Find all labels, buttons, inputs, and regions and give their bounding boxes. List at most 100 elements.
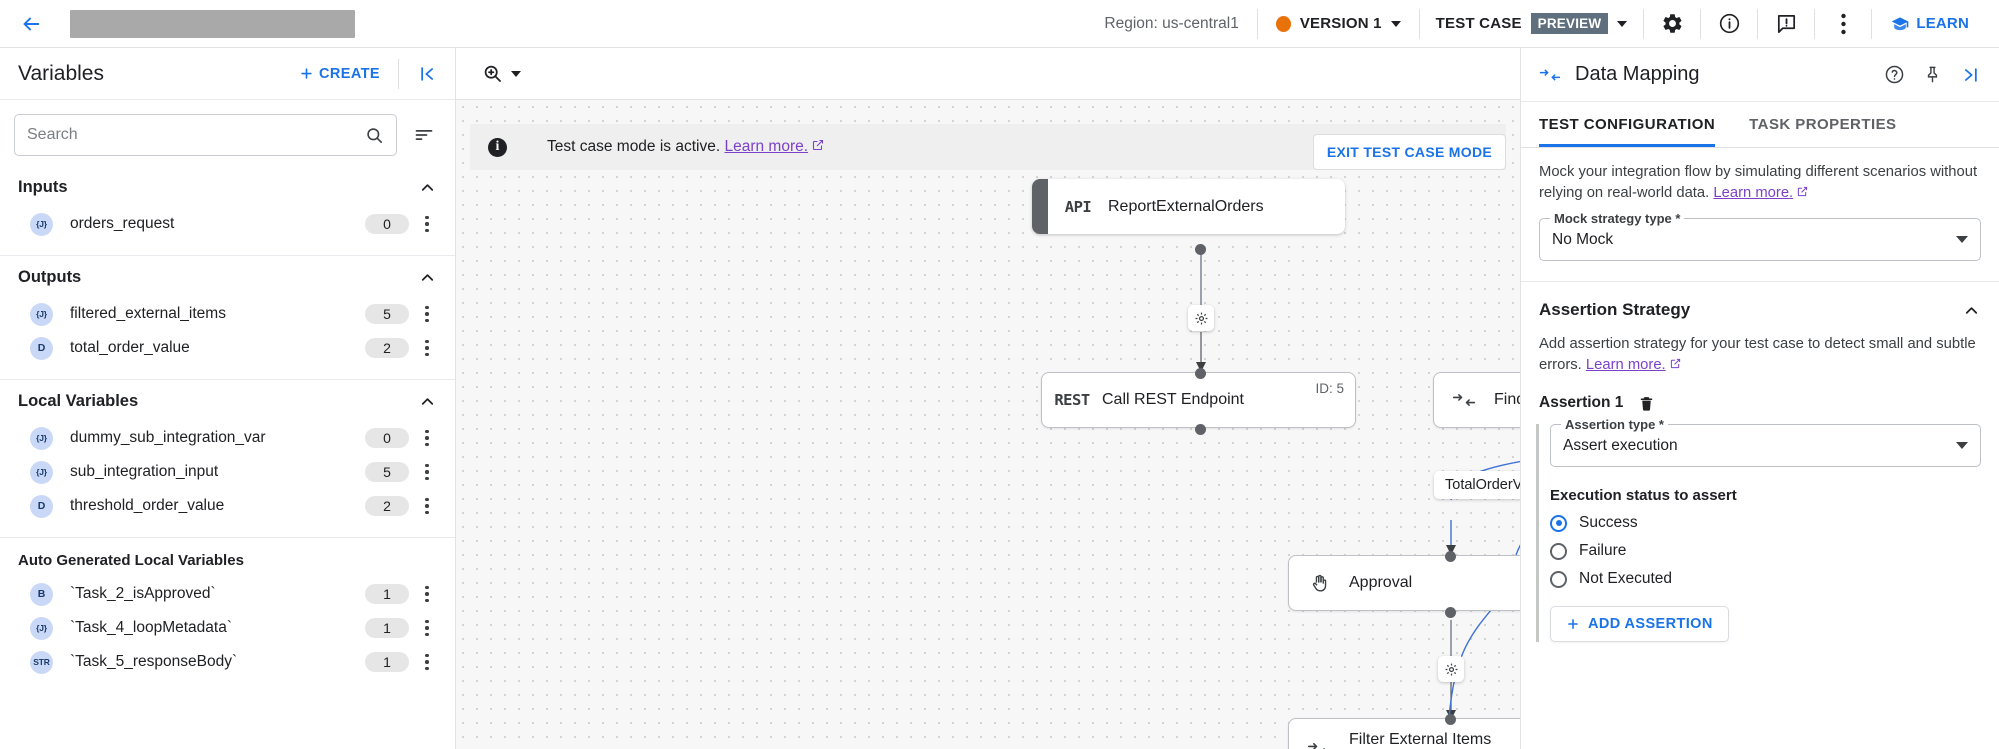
- variable-row[interactable]: {J}`Task_4_loopMetadata`1: [0, 611, 455, 645]
- node-input-port[interactable]: [1445, 714, 1456, 725]
- row-menu-icon[interactable]: [413, 619, 441, 637]
- assertion-type-select[interactable]: Assertion type * Assert execution: [1550, 417, 1981, 467]
- chevron-down-icon: [1617, 20, 1628, 27]
- section-header[interactable]: Local Variables: [0, 380, 455, 421]
- radio-indicator: [1550, 570, 1567, 588]
- exit-test-case-mode-button[interactable]: EXIT TEST CASE MODE: [1312, 134, 1506, 170]
- section-header[interactable]: Inputs: [0, 166, 455, 207]
- variable-usage-count: 1: [365, 584, 409, 604]
- sort-variables-icon[interactable]: [407, 118, 441, 152]
- tab-test-configuration[interactable]: TEST CONFIGURATION: [1539, 102, 1716, 147]
- row-menu-icon[interactable]: [413, 215, 441, 233]
- add-assertion-button[interactable]: ADD ASSERTION: [1550, 606, 1729, 642]
- collapse-panel-icon[interactable]: [407, 53, 449, 95]
- expand-right-icon[interactable]: [1951, 56, 1989, 94]
- flow-node-call-rest-endpoint[interactable]: REST Call REST Endpoint ID: 5: [1041, 372, 1356, 428]
- variable-type-badge: {J}: [30, 460, 53, 484]
- info-icon[interactable]: [1703, 0, 1755, 48]
- assertion-item-header: Assertion 1: [1539, 394, 1981, 412]
- row-menu-icon[interactable]: [413, 497, 441, 515]
- radio-success[interactable]: Success: [1550, 514, 1981, 532]
- external-link-icon: [1798, 186, 1808, 197]
- variable-usage-count: 2: [365, 496, 409, 516]
- node-input-port[interactable]: [1445, 551, 1456, 562]
- settings-gear-icon[interactable]: [1646, 0, 1698, 48]
- variable-usage-count: 1: [365, 618, 409, 638]
- divider: [398, 58, 399, 89]
- variable-type-badge: D: [30, 494, 53, 518]
- search-input[interactable]: [27, 126, 365, 144]
- learn-button[interactable]: LEARN: [1874, 14, 1985, 34]
- delete-assertion-icon[interactable]: [1638, 395, 1655, 412]
- flow-node-find-total-order-price[interactable]: Find Total Order Price ID: 1: [1433, 372, 1520, 428]
- edge-condition-label[interactable]: TotalOrderValue Above …: [1434, 471, 1520, 499]
- assertion-learn-more-link[interactable]: Learn more.: [1585, 357, 1666, 373]
- variable-name: sub_integration_input: [70, 463, 219, 480]
- overflow-menu-icon[interactable]: [1817, 0, 1869, 48]
- region-label: Region: us-central1: [1104, 14, 1239, 32]
- flow-canvas[interactable]: i Test case mode is active. Learn more. …: [456, 48, 1520, 749]
- row-menu-icon[interactable]: [413, 463, 441, 481]
- external-link-icon: [1670, 358, 1680, 369]
- zoom-control[interactable]: [474, 59, 529, 88]
- row-menu-icon[interactable]: [413, 305, 441, 323]
- pin-icon[interactable]: [1913, 56, 1951, 94]
- variables-section: Local Variables {J} dummy_sub_integration_…: [0, 380, 455, 538]
- canvas-viewport[interactable]: i Test case mode is active. Learn more. …: [456, 100, 1520, 749]
- node-output-port[interactable]: [1195, 244, 1206, 255]
- edge-settings-gear-icon[interactable]: [1438, 656, 1464, 682]
- banner-learn-more-link[interactable]: Learn more.: [724, 138, 809, 155]
- node-output-port[interactable]: [1195, 424, 1206, 435]
- node-title: Filter External Items: [1349, 731, 1492, 748]
- row-menu-icon[interactable]: [413, 339, 441, 357]
- version-selector[interactable]: VERSION 1: [1260, 15, 1417, 32]
- radio-indicator: [1550, 542, 1567, 560]
- mock-learn-more-link[interactable]: Learn more.: [1713, 185, 1794, 201]
- section-header[interactable]: Outputs: [0, 256, 455, 297]
- banner-text: Test case mode is active. Learn more.: [547, 138, 824, 156]
- row-menu-icon[interactable]: [413, 585, 441, 603]
- test-case-selector[interactable]: TEST CASE PREVIEW: [1422, 13, 1642, 34]
- radio-not-executed[interactable]: Not Executed: [1550, 570, 1981, 588]
- assertion-strategy-section-header[interactable]: Assertion Strategy: [1539, 300, 1981, 320]
- node-output-port[interactable]: [1445, 607, 1456, 618]
- flow-node-filter-external-items[interactable]: Filter External Items Filtering out line…: [1288, 718, 1520, 749]
- variable-type-badge: {J}: [30, 426, 53, 450]
- variable-type-badge: B: [30, 582, 53, 606]
- variable-name: dummy_sub_integration_var: [70, 429, 266, 446]
- variables-search-row: [0, 100, 455, 166]
- variable-type-badge: {J}: [30, 212, 53, 236]
- data-mapping-icon: [1539, 67, 1561, 83]
- radio-indicator: [1550, 514, 1567, 532]
- back-arrow-icon[interactable]: [14, 7, 48, 41]
- variable-name: `Task_2_isApproved`: [70, 585, 216, 602]
- search-box[interactable]: [14, 114, 397, 156]
- section-title: Inputs: [18, 178, 68, 196]
- create-variable-button[interactable]: CREATE: [289, 66, 390, 82]
- edge-settings-gear-icon[interactable]: [1188, 305, 1214, 331]
- row-menu-icon[interactable]: [413, 653, 441, 671]
- row-menu-icon[interactable]: [413, 429, 441, 447]
- mock-description: Mock your integration flow by simulating…: [1539, 162, 1981, 204]
- flow-edges: [1196, 250, 1520, 720]
- variable-row[interactable]: B `Task_2_isApproved` 1: [0, 577, 455, 611]
- mock-strategy-select[interactable]: Mock strategy type * No Mock: [1539, 211, 1981, 261]
- divider: [1521, 281, 1999, 282]
- radio-failure[interactable]: Failure: [1550, 542, 1981, 560]
- node-input-port[interactable]: [1195, 368, 1206, 379]
- variable-row[interactable]: STR`Task_5_responseBody`1: [0, 645, 455, 679]
- help-icon[interactable]: [1875, 56, 1913, 94]
- tab-task-properties[interactable]: TASK PROPERTIES: [1749, 116, 1897, 133]
- flow-node-approval[interactable]: Approval ID: 2: [1288, 555, 1520, 611]
- feedback-icon[interactable]: [1760, 0, 1812, 48]
- learn-icon: [1891, 16, 1909, 30]
- flow-node-report-external-orders[interactable]: API ReportExternalOrders: [1032, 179, 1345, 234]
- node-body: Find Total Order Price: [1494, 391, 1520, 409]
